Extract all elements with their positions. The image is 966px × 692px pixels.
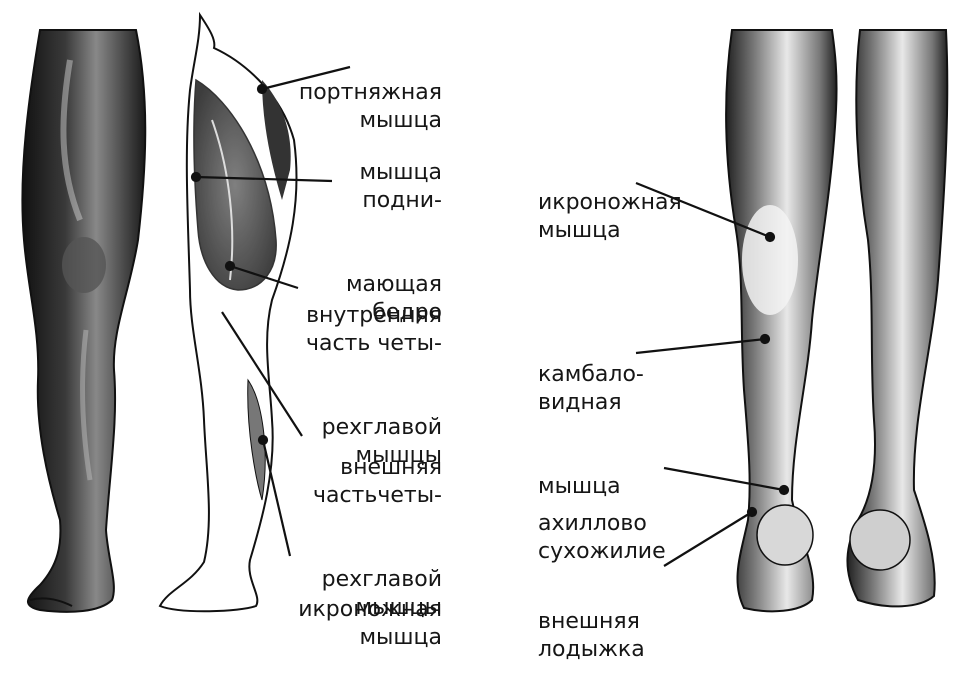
leg-anatomy-illustration: [0, 0, 966, 621]
shaded-front-leg: [22, 30, 145, 612]
back-view-legs: [726, 30, 947, 611]
muscle-front-leg: [160, 15, 297, 611]
